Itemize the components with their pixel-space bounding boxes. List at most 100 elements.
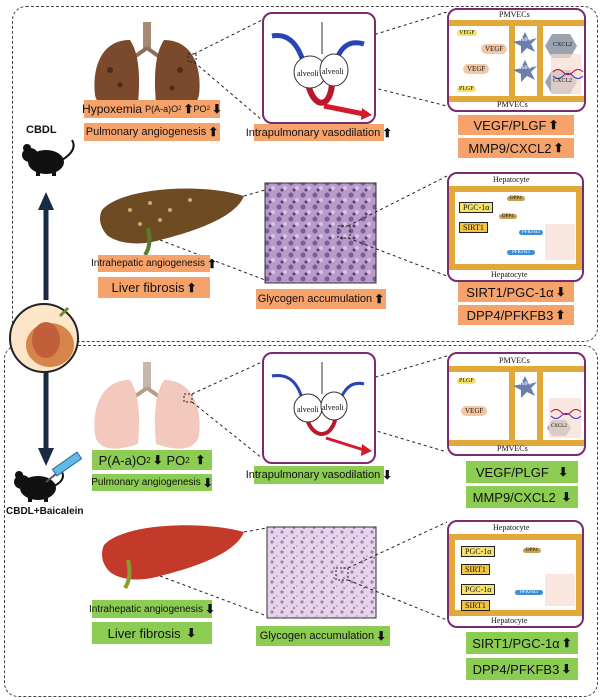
- vegf-plgf-label: VEGF/PLGF⬆: [458, 115, 574, 135]
- down-arrow-icon: ⬇: [558, 465, 569, 479]
- vegf-plgf-label: VEGF/PLGF ⬇: [466, 461, 578, 483]
- pgc1a-molecule: PGC-1α: [459, 202, 494, 213]
- alveoli-label: alveoli: [322, 67, 344, 76]
- down-arrow-icon: ⬇: [152, 453, 163, 467]
- up-arrow-icon: ⬆: [206, 256, 218, 271]
- pmvec-box-bottom: PMVECs PMVECs PLGF VEGF MMP9 CXCL2: [447, 352, 586, 456]
- down-arrow-icon: ⬇: [382, 468, 393, 482]
- mouse-bottom-icon: [14, 471, 64, 502]
- subscript: 2: [146, 455, 151, 465]
- syringe-icon: [45, 451, 83, 483]
- up-arrow-icon: ⬆: [183, 102, 194, 116]
- glycogen-accumulation-text: Glycogen accumulation: [257, 293, 373, 305]
- down-arrow-icon: ⬇: [202, 475, 213, 490]
- sirt1-pgc1a-label: SIRT1/PGC-1α⬇: [458, 282, 574, 302]
- progression-arrow-down-head: [38, 448, 54, 466]
- cxcl2-molecule: CXCL2: [553, 78, 573, 84]
- vegf-plgf-text: VEGF/PLGF: [473, 117, 547, 133]
- subscript: 2: [178, 106, 182, 112]
- intrahepatic-angiogenesis-label: Intrahepatic angiogenesis⬆: [91, 255, 217, 272]
- pmvec-bottom-label: PMVECs: [497, 100, 528, 109]
- mmp9-cxcl2-label: MMP9/CXCL2 ⬇: [466, 486, 578, 508]
- fibrotic-liver-illustration: [100, 188, 244, 257]
- dpp4-pfkfb3-label: DPP4/PFKFB3⬇: [466, 658, 578, 680]
- po2-text: PO: [166, 452, 186, 468]
- mmp9-cxcl2-text: MMP9/CXCL2: [472, 489, 556, 505]
- hepatocyte-membrane-bottom: [449, 534, 582, 616]
- intrapulmonary-vasodilation-text: Intrapulmonary vasodilation: [245, 126, 381, 139]
- sirt1-pgc1a-label: SIRT1/PGC-1α⬆: [466, 632, 578, 654]
- liver-fibrosis-label: Liver fibrosis⬆: [98, 277, 210, 298]
- dpp4-pfkfb3-text: DPP4/PFKFB3: [466, 307, 554, 323]
- up-arrow-icon: ⬆: [208, 125, 219, 139]
- dpp4-pfkfb3-label: DPP4/PFKFB3⬆: [458, 305, 574, 325]
- intrapulmonary-vasodilation-text: Intrapulmonary vasodilation: [245, 469, 381, 481]
- healthy-lung-illustration: [94, 362, 200, 449]
- up-arrow-icon: ⬆: [382, 125, 393, 140]
- cbdl-panel: [12, 6, 598, 342]
- hepatocyte-bottom-label: Hepatocyte: [491, 616, 528, 625]
- hepatocyte-top-label: Hepatocyte: [493, 523, 530, 532]
- pfkfb3-molecule: PFKFB3: [515, 590, 543, 595]
- up-arrow-icon: ⬆: [374, 292, 385, 306]
- hypoxemia-text: Hypoxemia: [82, 102, 143, 116]
- pfkfb3-molecule: PFKFB3: [519, 230, 543, 235]
- mouse-top-icon: [22, 139, 75, 176]
- pmvec-box-top: PMVECs PMVECs VEGF VEGF VEGF PLGF MMP9 C…: [447, 8, 586, 112]
- subscript: 2: [206, 106, 210, 112]
- down-arrow-icon: ⬇: [376, 629, 387, 643]
- alveoli-label: alveoli: [322, 403, 344, 412]
- bile-duct-ligation-illustration: [9, 303, 79, 373]
- subscript: 2: [185, 455, 190, 465]
- glycogen-accumulation-label: Glycogen accumulation⬆: [256, 289, 386, 309]
- intrapulmonary-vasodilation-label: Intrapulmonary vasodilation⬇: [246, 466, 392, 484]
- pmvec-membrane-bottom: [449, 366, 584, 446]
- dpp4-molecule: DPP4: [507, 196, 525, 201]
- liver-fibrosis-text: Liver fibrosis: [107, 625, 181, 641]
- up-arrow-icon: ⬆: [548, 118, 559, 132]
- alveoli-vessels-bottom: [271, 362, 372, 456]
- dpp4-molecule: DPP4: [499, 214, 517, 219]
- down-arrow-icon: ⬇: [561, 490, 572, 504]
- down-arrow-icon: ⬇: [186, 626, 197, 640]
- mmp9-molecule: MMP9: [517, 66, 532, 71]
- hepatocyte-box-top: Hepatocyte Hepatocyte PGC-1α SIRT1 DPP4 …: [447, 172, 584, 282]
- sirt1-pgc1a-text: SIRT1/PGC-1α: [466, 284, 554, 300]
- alveoli-label: alveoli: [297, 69, 319, 78]
- sirt1-pgc1a-text: SIRT1/PGC-1α: [472, 635, 560, 651]
- healthy-liver-illustration: [102, 525, 244, 590]
- plgf-molecule: PLGF: [457, 378, 476, 384]
- pmvec-bottom-label: PMVECs: [497, 444, 528, 453]
- alveoli-vessels-top: [271, 22, 372, 120]
- glycogen-histology-bottom: [266, 526, 377, 619]
- down-arrow-icon: ⬇: [561, 662, 572, 676]
- down-arrow-icon: ⬇: [204, 602, 216, 616]
- alveoli-box-bottom: alveoli alveoli: [262, 352, 376, 464]
- down-arrow-icon: ⬇: [211, 102, 222, 116]
- cxcl2-molecule: CXCL2: [551, 424, 567, 429]
- pgc1a-molecule: PGC-1α: [461, 546, 496, 557]
- alveoli-label: alveoli: [297, 405, 319, 414]
- pmvec-membrane-top: [449, 20, 584, 102]
- sirt1-molecule: SIRT1: [459, 222, 488, 233]
- glycogen-accumulation-label: Glycogen accumulation⬇: [256, 626, 390, 646]
- up-arrow-icon: ⬆: [561, 636, 572, 650]
- intrapulmonary-vasodilation-label: Intrapulmonary vasodilation⬆: [246, 124, 392, 141]
- mmp9-cxcl2-label: MMP9/CXCL2⬆: [458, 138, 574, 158]
- gradient-text: P(A-a)O: [98, 452, 147, 468]
- intrahepatic-angiogenesis-label: Intrahepatic angiogenesis⬇: [88, 600, 216, 618]
- intrahepatic-angiogenesis-text: Intrahepatic angiogenesis: [88, 603, 203, 615]
- pfkfb3-molecule: PFKFB3: [507, 250, 535, 255]
- vegf-molecule: VEGF: [463, 64, 490, 74]
- baicalein-group-label: CBDL+Baicalein: [6, 506, 84, 517]
- glycogen-accumulation-text: Glycogen accumulation: [259, 630, 375, 642]
- alveoli-box-top: alveoli alveoli: [262, 12, 376, 124]
- sirt1-molecule: SIRT1: [461, 564, 490, 575]
- pgc1a-molecule: PGC-1α: [461, 584, 496, 595]
- vegf-molecule: VEGF: [461, 406, 488, 416]
- vegf-molecule: VEGF: [457, 30, 477, 36]
